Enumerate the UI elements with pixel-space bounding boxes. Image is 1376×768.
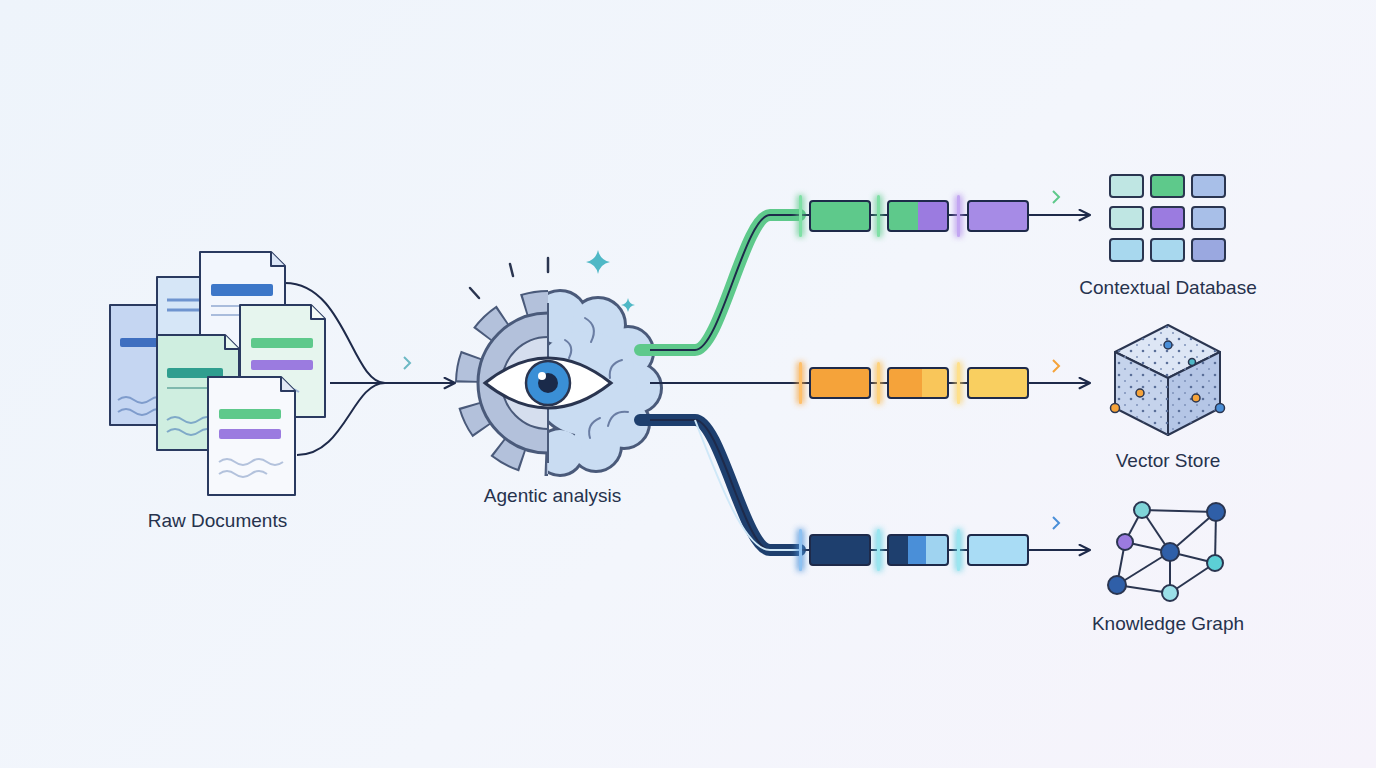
store-node: Vector Store [1090,320,1246,473]
label-stack: Vector Store [1090,449,1246,473]
store-node: Knowledge Graph [1090,495,1246,636]
node-label: Contextual Database [1079,276,1256,300]
pipe-band [640,215,800,350]
node-label: Knowledge Graph [1092,612,1244,636]
sparkle [621,298,635,312]
agent-icon [468,250,660,474]
node-label: Vector Store [1116,449,1221,473]
chevron-mark [404,357,410,369]
document-page [208,377,295,495]
chunk-row [797,360,1059,404]
cube-icon [1111,325,1225,435]
pipe-stripe [695,420,800,550]
label-stack: Raw Documents [105,509,330,533]
label-stack: Agentic analysis [455,484,650,508]
chunk-row [797,517,1059,571]
node-label: Raw Documents [148,509,287,533]
chevron-mark [1053,360,1059,372]
chevron-mark [1053,191,1059,203]
node-label: Agentic analysis [484,484,621,508]
pipe-band [640,420,800,550]
eye-iris [526,361,570,405]
source-node: Raw Documents [105,248,330,533]
eye-shape [485,358,611,408]
chunk-row [797,191,1059,237]
ray-lines [470,258,548,298]
flow-arrow [650,382,1090,384]
gear-half [468,303,548,463]
table-icon [1110,175,1225,261]
store-node: Contextual Database [1090,170,1246,300]
documents-icon [110,252,325,495]
eye-pupil [538,373,558,393]
flow-arrow [650,420,1090,550]
graph-icon [1108,502,1225,601]
flow-arrow [330,382,455,384]
label-stack: Knowledge Graph [1090,612,1246,636]
chevron-mark [1053,517,1059,529]
flow-arrow [650,215,1090,350]
label-stack: Contextual Database [1090,276,1246,300]
sparkle [586,250,610,274]
agent-node: Agentic analysis [455,260,650,508]
eye-highlight [538,372,546,380]
